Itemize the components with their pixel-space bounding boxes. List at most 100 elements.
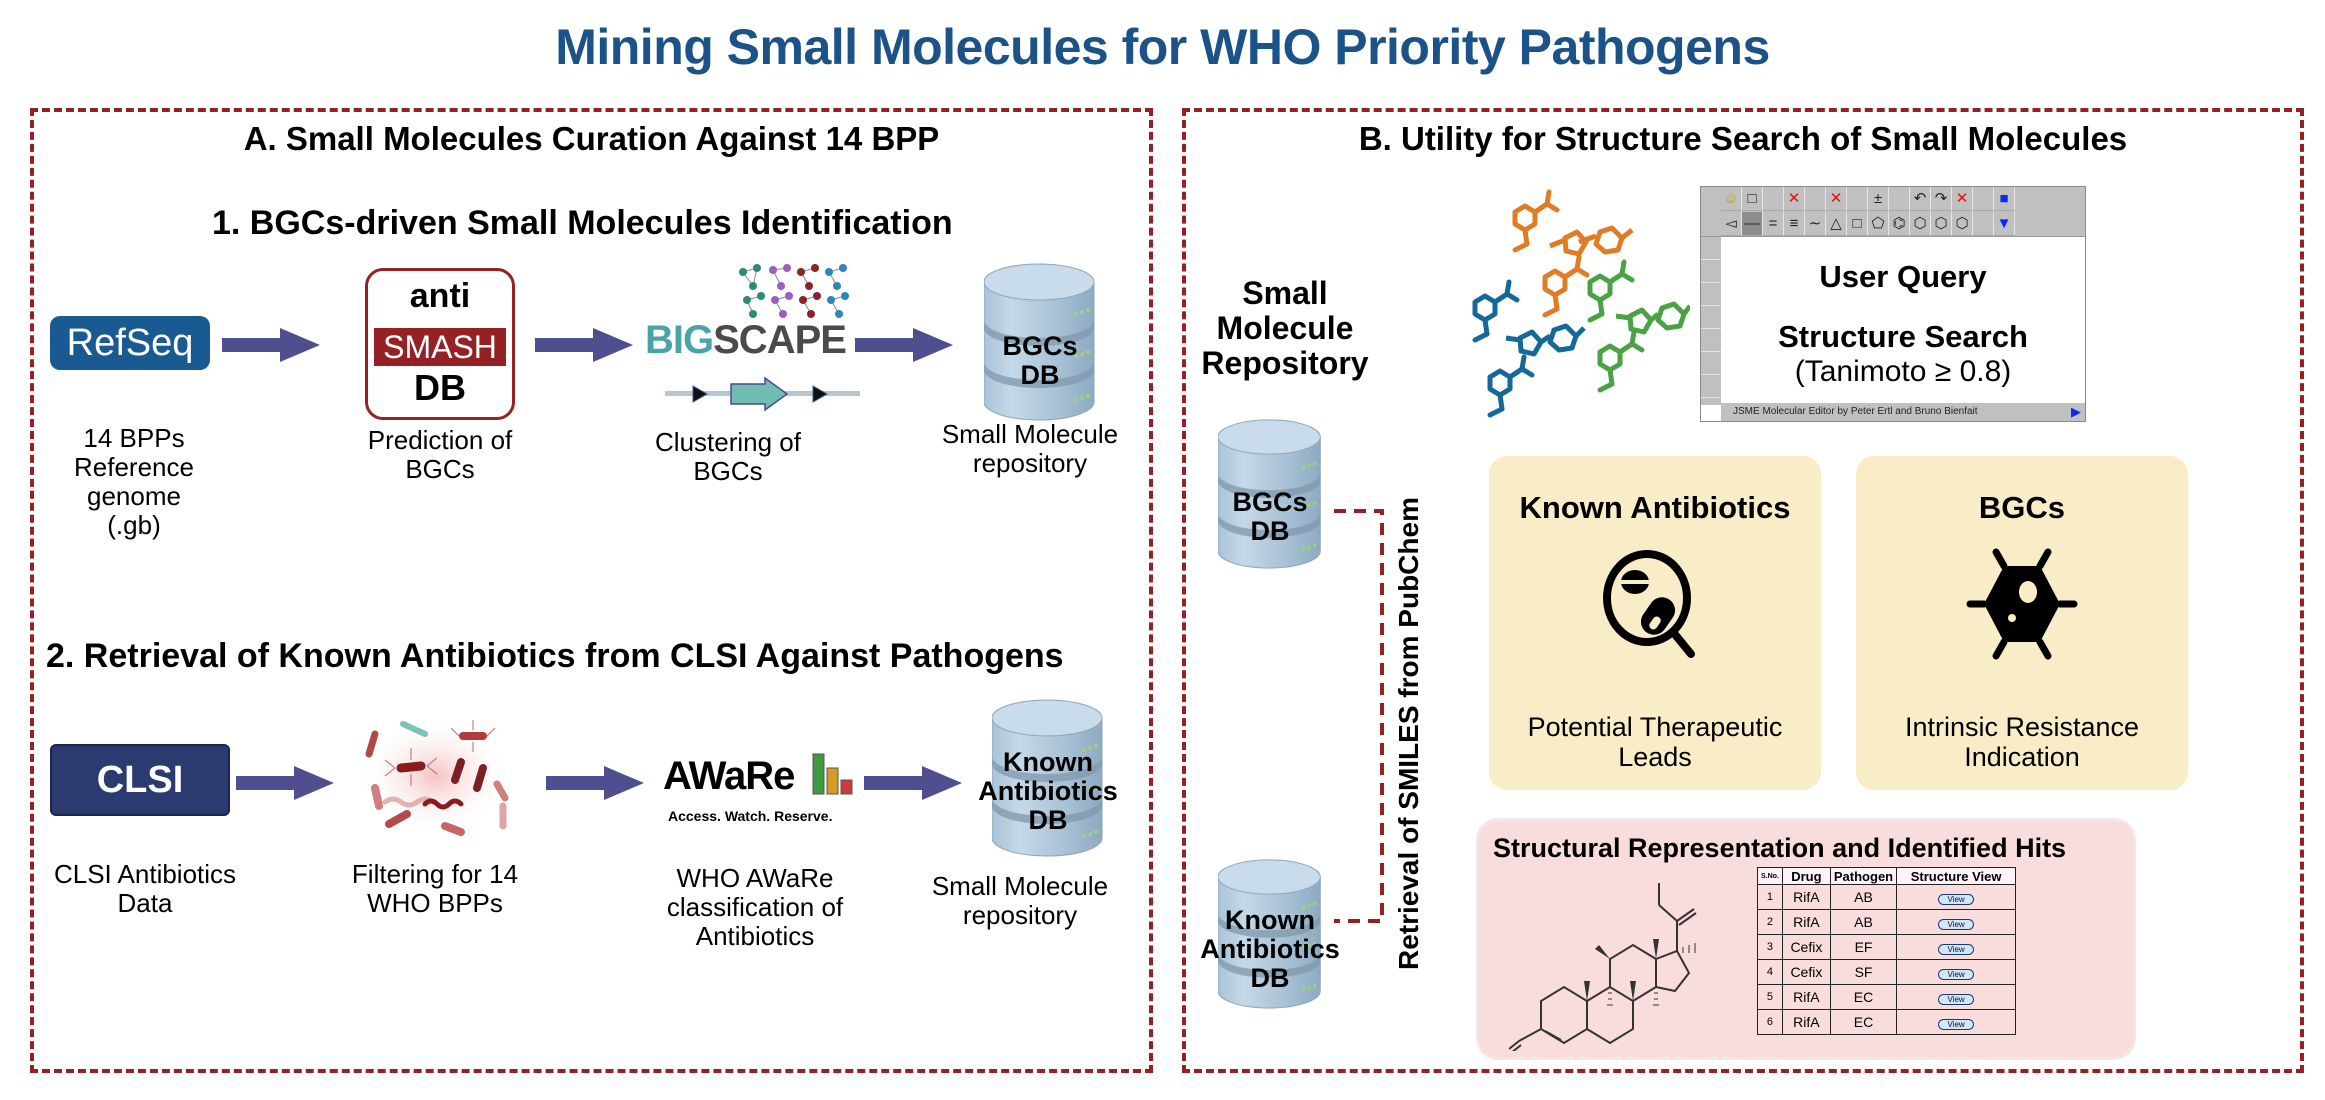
panel-a-title: A. Small Molecules Curation Against 14 B… <box>243 120 940 157</box>
db-label-line: DB <box>1250 516 1290 546</box>
jsme-tool-button[interactable] <box>1701 237 1721 260</box>
jsme-tool-button[interactable]: ✕ <box>1784 187 1805 211</box>
cell-sno: 5 <box>1757 984 1783 1010</box>
pill-search-icon <box>1603 550 1695 658</box>
view-button[interactable]: View <box>1938 1019 1975 1030</box>
cell-structure-view: View <box>1896 934 2017 960</box>
jsme-tool-button[interactable] <box>1701 306 1721 329</box>
jsme-tool-button[interactable] <box>1847 187 1868 211</box>
jsme-tool-button[interactable] <box>1889 187 1910 211</box>
cell-pathogen: EF <box>1829 934 1898 960</box>
card-subtitle-line: Leads <box>1618 742 1692 772</box>
refseq-caption: 14 BPPs Reference genome (.gb) <box>36 424 232 540</box>
jsme-tool-button[interactable]: ⬠ <box>1868 212 1889 236</box>
aware-tagline: Access. Watch. Reserve. <box>668 808 833 824</box>
hits-panel: Structural Representation and Identified… <box>1476 818 2136 1060</box>
card-subtitle-line: Indication <box>1964 742 2080 772</box>
jsme-tool-button[interactable]: ⌬ <box>1889 212 1910 236</box>
panel-b <box>1182 108 2304 1073</box>
cell-structure-view: View <box>1896 984 2017 1010</box>
antismash-line: anti <box>409 277 471 315</box>
jsme-tool-button[interactable]: △ <box>1826 212 1847 236</box>
jsme-tool-button[interactable]: ∼ <box>1805 212 1826 236</box>
view-button[interactable]: View <box>1938 994 1975 1005</box>
db-label-line: Antibiotics <box>978 776 1118 806</box>
view-button[interactable]: View <box>1938 894 1975 905</box>
repo-bgcs-db-label: BGCs DB <box>1218 488 1322 546</box>
clsi-caption: CLSI Antibiotics Data <box>30 860 260 918</box>
jsme-tool-button[interactable] <box>1973 187 1994 211</box>
caption-line: Data <box>117 888 173 918</box>
aware-bars-icon <box>812 753 853 795</box>
cell-structure-view: View <box>1896 909 2017 935</box>
known-db-caption: Small Molecule repository <box>910 872 1130 930</box>
section2-title: 2. Retrieval of Known Antibiotics from C… <box>46 637 1064 675</box>
jsme-tool-button[interactable]: ⬡ <box>1952 212 1973 236</box>
cell-structure-view: View <box>1896 1009 2017 1035</box>
jsme-tool-button[interactable] <box>1763 187 1784 211</box>
jsme-credit: JSME Molecular Editor by Peter Ertl and … <box>1733 406 1978 417</box>
jsme-tool-button[interactable] <box>1701 329 1721 352</box>
jsme-tool-button[interactable]: ↷ <box>1931 187 1952 211</box>
jsme-tool-button[interactable] <box>1805 187 1826 211</box>
view-button[interactable]: View <box>1938 944 1975 955</box>
jsme-tool-button[interactable]: = <box>1763 212 1784 236</box>
jsme-tool-button[interactable] <box>1701 352 1721 375</box>
jsme-tool-button[interactable]: □ <box>1847 212 1868 236</box>
jsme-tool-button[interactable]: ◅ <box>1721 212 1742 236</box>
play-icon[interactable]: ▶ <box>2071 404 2081 419</box>
cell-sno: 2 <box>1757 909 1783 935</box>
jsme-tool-button[interactable]: ✕ <box>1826 187 1847 211</box>
jsme-tool-button[interactable] <box>1973 212 1994 236</box>
clsi-logo: CLSI <box>50 744 230 816</box>
db-label-line: DB <box>1020 360 1060 390</box>
aware-bar <box>840 779 853 795</box>
card-known-antibiotics: Known Antibiotics Potential Therapeutic … <box>1489 456 1821 790</box>
jsme-tool-button[interactable]: ↶ <box>1910 187 1931 211</box>
repository-title-line: Repository <box>1201 345 1369 381</box>
column-header-pathogen: Pathogen <box>1829 867 1898 885</box>
antismash-caption: Prediction of BGCs <box>340 426 540 484</box>
jsme-tool-button[interactable]: — <box>1742 212 1763 236</box>
jsme-tool-button[interactable]: ✕ <box>1952 187 1973 211</box>
aware-bar <box>812 753 825 795</box>
jsme-tool-button[interactable]: ≡ <box>1784 212 1805 236</box>
jsme-tool-button[interactable]: ⬡ <box>1910 212 1931 236</box>
view-button[interactable]: View <box>1938 969 1975 980</box>
cell-drug: Cefix <box>1781 959 1831 985</box>
caption-line: Small Molecule <box>931 871 1109 901</box>
caption-line: repository <box>972 448 1088 478</box>
db-label-line: Known <box>1003 747 1093 777</box>
section1-title: 1. BGCs-driven Small Molecules Identific… <box>212 204 953 242</box>
caption-line: WHO BPPs <box>367 888 503 918</box>
db-label-line: Antibiotics <box>1200 934 1340 964</box>
cell-structure-view: View <box>1896 884 2017 910</box>
jsme-tool-button[interactable]: ⬡ <box>1931 212 1952 236</box>
bgcs-db-label: BGCs DB <box>984 332 1096 390</box>
jsme-tool-button[interactable] <box>1701 260 1721 283</box>
jsme-tool-button[interactable] <box>1701 375 1721 398</box>
jsme-tool-button[interactable]: ■ <box>1994 187 2015 211</box>
caption-line: 14 BPPs <box>83 423 185 453</box>
repository-title: Small Molecule Repository <box>1190 276 1380 381</box>
network-icon <box>739 264 849 318</box>
jsme-tool-button[interactable]: ▼ <box>1994 212 2015 236</box>
view-button[interactable]: View <box>1938 919 1975 930</box>
cell-pathogen: EC <box>1829 984 1898 1010</box>
antismash-line: SMASH <box>374 328 506 366</box>
repo-known-db-label: Known Antibiotics DB <box>1192 906 1348 993</box>
jsme-editor[interactable]: ☺□✕✕±↶↷✕■ ◅—=≡∼△□⬠⌬⬡⬡⬡▼ User Query Struc… <box>1700 186 2086 422</box>
caption-line: Filtering for 14 <box>351 859 519 889</box>
jsme-tool-button[interactable] <box>1701 283 1721 306</box>
smiles-retrieval-label: Retrieval of SMILES from PubChem <box>1393 497 1424 970</box>
card-title: BGCs <box>1978 490 2066 525</box>
jsme-tool-button[interactable]: ☺ <box>1721 187 1742 211</box>
caption-line: Antibiotics <box>695 921 815 951</box>
jsme-footer: JSME Molecular Editor by Peter Ertl and … <box>1721 403 2085 421</box>
jsme-tool-button[interactable]: □ <box>1742 187 1763 211</box>
jsme-tool-button[interactable]: ± <box>1868 187 1889 211</box>
bigscape-part: BIG <box>645 318 714 362</box>
